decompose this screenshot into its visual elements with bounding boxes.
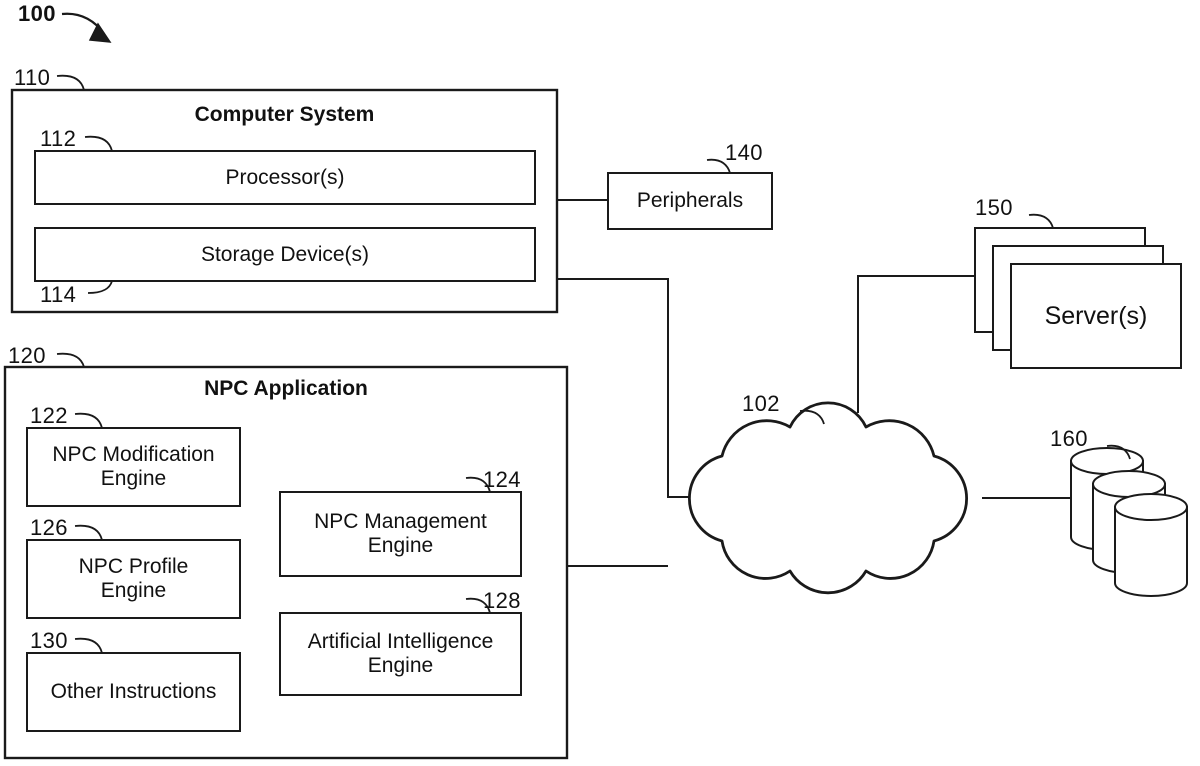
leader-160 xyxy=(1106,444,1131,460)
ref-128: 128 xyxy=(483,588,521,613)
npc-management-engine-label: NPC Management Engine xyxy=(314,510,487,557)
leader-140 xyxy=(706,158,731,174)
peripherals-label: Peripherals xyxy=(636,189,744,213)
leader-126 xyxy=(74,524,103,541)
ref-122: 122 xyxy=(30,403,68,428)
storage-devices-label: Storage Device(s) xyxy=(200,242,370,266)
npc-profile-engine-label: NPC Profile Engine xyxy=(78,555,189,602)
leader-120 xyxy=(56,352,85,368)
leader-102 xyxy=(799,409,825,425)
leader-114 xyxy=(87,280,113,294)
ref-120: 120 xyxy=(8,343,46,368)
cloud-network-shape xyxy=(688,401,968,595)
ref-114: 114 xyxy=(40,282,77,307)
npc-modification-engine-label: NPC Modification Engine xyxy=(52,443,215,490)
figure-100-arrow xyxy=(61,12,112,43)
npc-management-engine-box xyxy=(279,491,522,577)
ref-102: 102 xyxy=(742,391,780,416)
processors-label: Processor(s) xyxy=(225,165,345,189)
storage-devices-box xyxy=(34,227,536,282)
leader-122 xyxy=(74,412,103,429)
ref-112: 112 xyxy=(40,126,77,151)
processors-box xyxy=(34,150,536,205)
ref-150: 150 xyxy=(975,195,1013,220)
leader-112 xyxy=(84,135,113,152)
npc-modification-engine-box xyxy=(26,427,241,507)
npc-application-title: NPC Application xyxy=(204,377,368,401)
leader-128 xyxy=(465,597,491,614)
other-instructions-label: Other Instructions xyxy=(50,680,217,704)
other-instructions-box xyxy=(26,652,241,732)
ref-126: 126 xyxy=(30,515,68,540)
connector-network-to-servers xyxy=(857,275,975,413)
artificial-intelligence-engine-box xyxy=(279,612,522,696)
figure-ref-100: 100 xyxy=(18,1,56,26)
peripherals-box xyxy=(607,172,773,230)
artificial-intelligence-engine-label: Artificial Intelligence Engine xyxy=(307,630,494,677)
leader-110 xyxy=(56,74,85,91)
ref-130: 130 xyxy=(30,628,68,653)
ref-124: 124 xyxy=(483,467,521,492)
servers-label: Server(s) xyxy=(1044,302,1148,330)
leader-150 xyxy=(1028,213,1054,229)
database-stack-shape xyxy=(1070,447,1188,597)
computer-system-title: Computer System xyxy=(194,103,375,127)
leader-124 xyxy=(465,476,491,493)
ref-160: 160 xyxy=(1050,426,1088,451)
npc-profile-engine-box xyxy=(26,539,241,619)
ref-110: 110 xyxy=(14,65,51,90)
ref-140: 140 xyxy=(725,140,763,165)
server-stack-shape xyxy=(974,227,1182,369)
leader-130 xyxy=(74,637,103,654)
